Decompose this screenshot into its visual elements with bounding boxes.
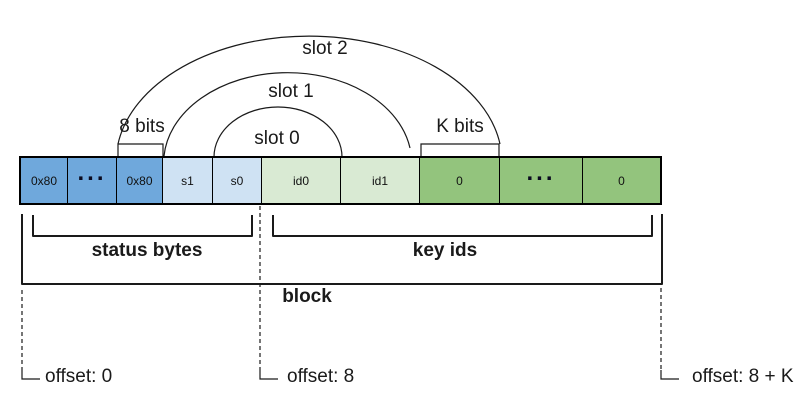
status-bytes-brace <box>32 215 253 237</box>
cell-id1: id1 <box>341 158 420 203</box>
slot0-arc <box>213 106 343 158</box>
slot0-label: slot 0 <box>254 128 300 149</box>
block-label: block <box>282 286 332 307</box>
block-brace <box>21 214 663 285</box>
eight-bits-label: 8 bits <box>119 116 165 137</box>
offset8-hook <box>259 370 278 380</box>
cell-key-id-zero: 0 <box>420 158 500 203</box>
slot1-arc <box>163 72 411 157</box>
cell-key-id-ellipsis: ... <box>500 158 583 203</box>
cell-status-byte: 0x80 <box>21 158 68 203</box>
offset-8-label: offset: 8 <box>287 366 355 387</box>
cell-label: id0 <box>292 173 309 188</box>
cell-status-byte: 0x80 <box>117 158 163 203</box>
cell-label: 0 <box>618 173 625 188</box>
cell-id0: id0 <box>262 158 341 203</box>
cell-label: s0 <box>230 173 244 188</box>
offset-8-plus-k-label: offset: 8 + K <box>692 366 794 387</box>
cell-label: id1 <box>371 173 388 188</box>
slot2-label: slot 2 <box>302 38 348 59</box>
k-bits-bracket <box>420 143 500 157</box>
eight-bits-bracket <box>117 143 164 157</box>
status-bytes-label: status bytes <box>91 240 203 261</box>
slot1-label: slot 1 <box>268 81 314 102</box>
cell-label: 0 <box>456 173 463 188</box>
cell-s1: s1 <box>163 158 213 203</box>
offset8k-hook <box>660 370 679 380</box>
byte-row: 0x80 ... 0x80 s1 s0 id0 id1 0 ... 0 <box>19 156 662 205</box>
slot2-arc <box>117 35 501 145</box>
k-bits-label: K bits <box>436 116 484 137</box>
cell-label: s1 <box>181 173 194 188</box>
offset0-hook <box>21 370 40 380</box>
cell-key-id-zero: 0 <box>583 158 660 203</box>
cell-status-ellipsis: ... <box>68 158 117 203</box>
key-ids-brace <box>272 215 653 237</box>
key-ids-label: key ids <box>412 240 478 261</box>
offset-0-label: offset: 0 <box>45 366 113 387</box>
cell-label: 0x80 <box>30 173 58 188</box>
cell-label: 0x80 <box>126 173 153 188</box>
ellipsis-glyph: ... <box>77 158 107 186</box>
cell-s0: s0 <box>213 158 262 203</box>
ellipsis-glyph: ... <box>526 158 556 186</box>
